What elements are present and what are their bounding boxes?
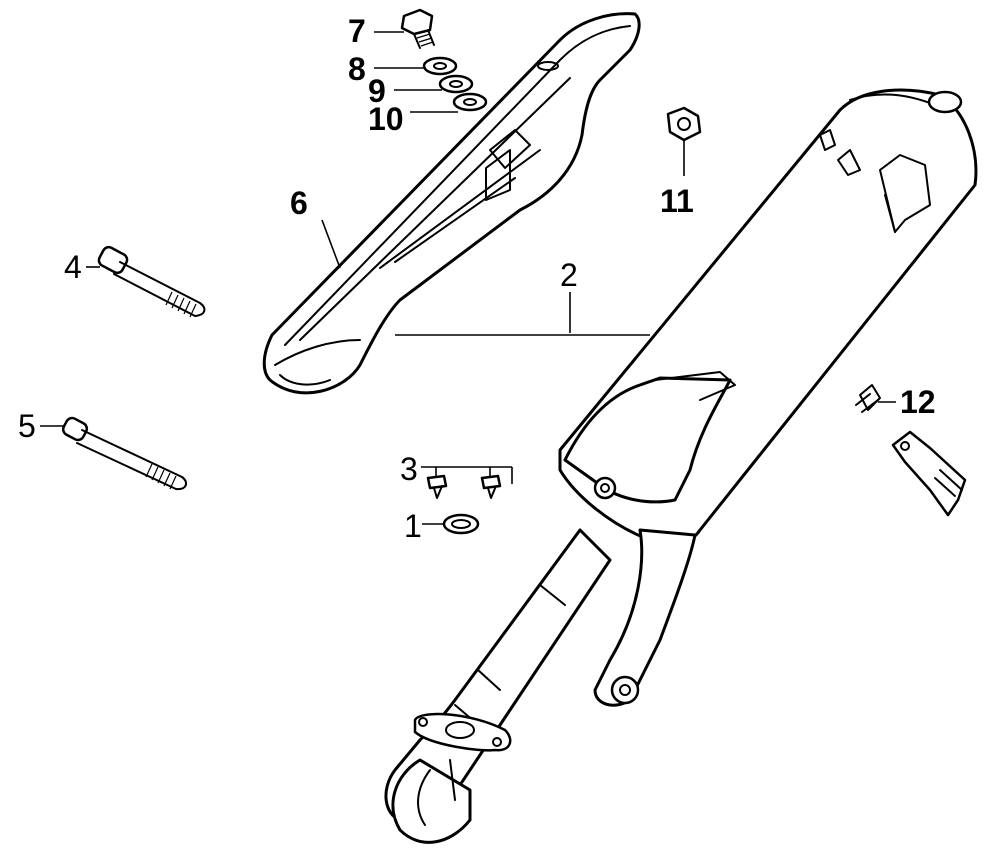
bolt-7 [400, 8, 435, 49]
callout-10: 10 [368, 101, 404, 137]
nut-11 [666, 106, 702, 142]
heat-shield [262, 12, 641, 395]
bolt-4 [97, 245, 206, 318]
callout-7: 7 [348, 13, 366, 49]
callout-2: 2 [560, 257, 578, 293]
callout-9: 9 [368, 73, 386, 109]
screw-3a [426, 474, 448, 499]
callout-8: 8 [348, 51, 366, 87]
bolt-5 [61, 416, 188, 491]
callout-11: 11 [660, 183, 694, 219]
callout-4: 4 [64, 249, 82, 285]
clip-12 [855, 384, 881, 413]
muffler [558, 88, 978, 707]
washer-8 [422, 56, 458, 76]
callout-3: 3 [400, 451, 418, 487]
callout-labels: 7 8 9 10 11 6 4 2 12 5 3 1 [18, 13, 936, 544]
callout-6: 6 [290, 185, 308, 221]
leader-lines [40, 31, 896, 525]
callout-12: 12 [900, 384, 936, 420]
bracket-12 [891, 430, 967, 517]
screw-3b [480, 474, 502, 499]
washer-9 [438, 74, 474, 94]
exhaust-pipe [384, 528, 612, 844]
gasket-1 [442, 513, 480, 535]
callout-1: 1 [404, 508, 422, 544]
callout-5: 5 [18, 408, 36, 444]
washer-10 [452, 92, 488, 112]
